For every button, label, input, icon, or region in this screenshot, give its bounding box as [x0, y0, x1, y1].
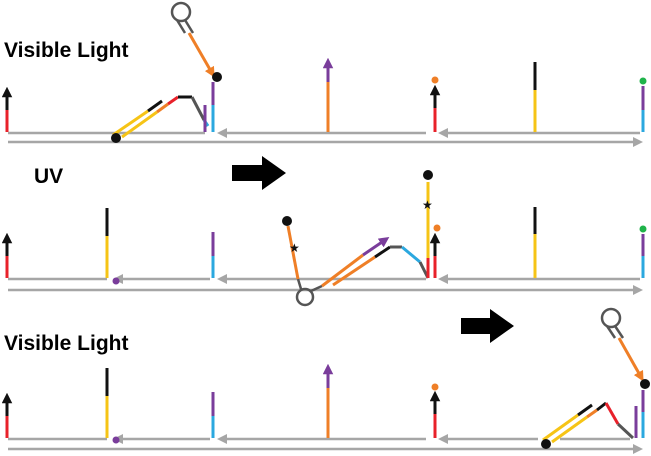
transition-arrow-2: [461, 309, 514, 343]
transition-arrow-1: [232, 156, 286, 190]
svg-text:★: ★: [289, 241, 300, 255]
hairpin-folded-2: [541, 307, 650, 449]
hairpin-folded: [111, 1, 222, 143]
svg-text:★: ★: [422, 198, 433, 212]
panel-3: [1, 307, 650, 454]
panel-1: [1, 1, 647, 147]
hairpin-open: ★ ★: [282, 170, 433, 307]
panel3-label: Visible Light: [4, 332, 128, 355]
panel-2: ★ ★: [1, 170, 647, 307]
panel2-label: UV: [34, 165, 63, 188]
panel1-label: Visible Light: [4, 39, 128, 62]
